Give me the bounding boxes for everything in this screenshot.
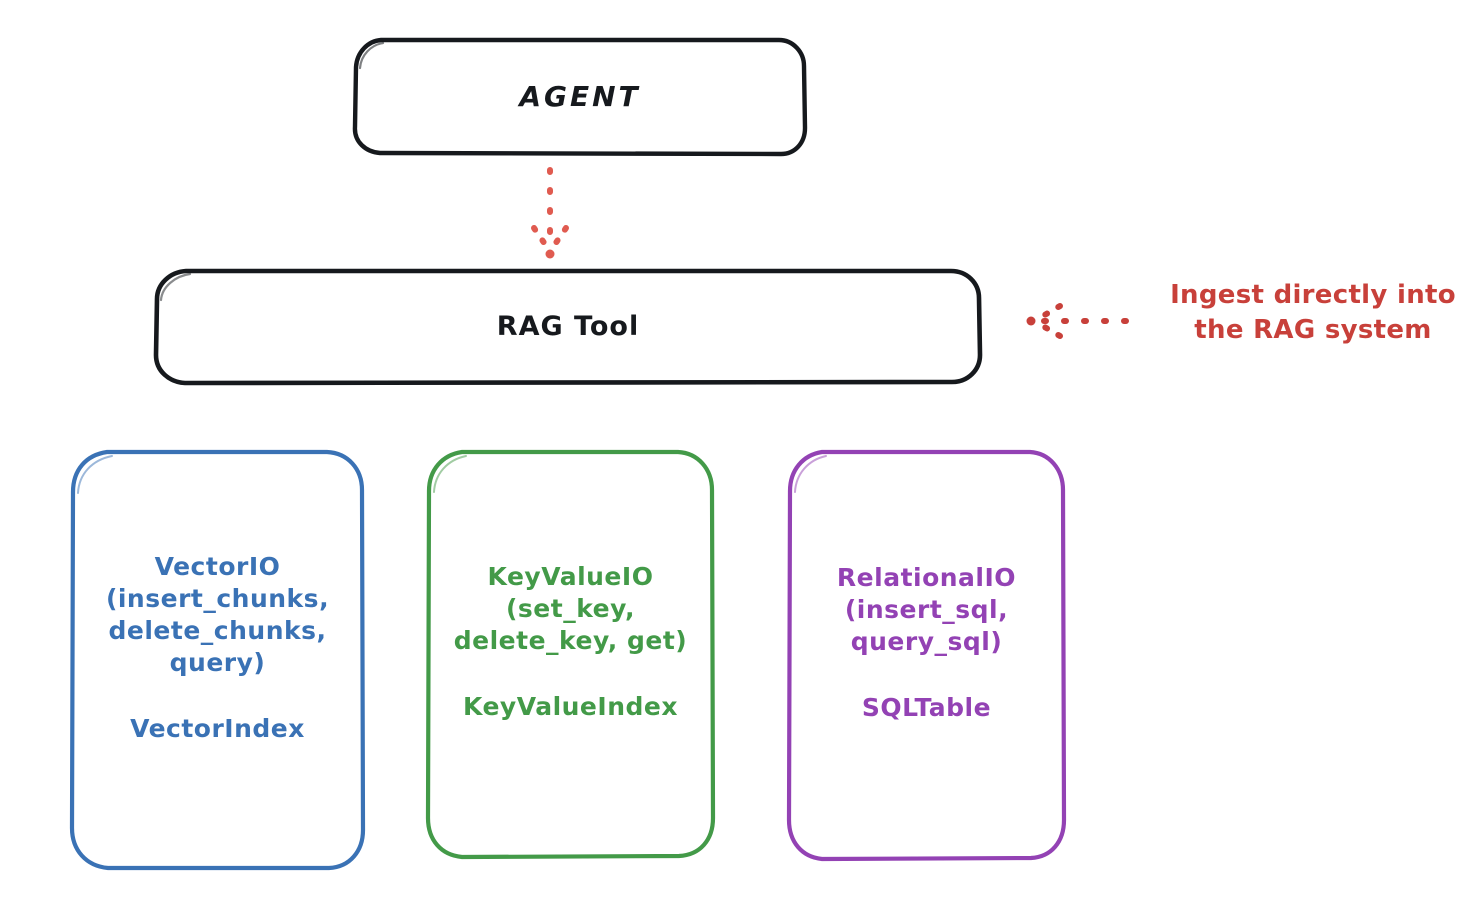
node-key-value-io[interactable]: KeyValueIO (set_key, delete_key, get) Ke…: [428, 450, 713, 857]
ingest-annotation-text: Ingest directly into the RAG system: [1170, 280, 1456, 345]
node-vector-io[interactable]: VectorIO (insert_chunks, delete_chunks, …: [72, 450, 363, 869]
relational-io-content: RelationalIO (insert_sql, query_sql) SQL…: [789, 562, 1064, 724]
vector-io-content: VectorIO (insert_chunks, delete_chunks, …: [72, 551, 363, 745]
key-value-io-content: KeyValueIO (set_key, delete_key, get) Ke…: [428, 561, 713, 723]
node-relational-io[interactable]: RelationalIO (insert_sql, query_sql) SQL…: [789, 450, 1064, 859]
vector-io-title: VectorIO (insert_chunks, delete_chunks, …: [105, 551, 330, 677]
key-value-io-subtitle: KeyValueIndex: [463, 691, 678, 721]
key-value-io-title: KeyValueIO (set_key, delete_key, get): [453, 561, 688, 655]
vector-io-subtitle: VectorIndex: [130, 713, 305, 743]
agent-to-rag-tool-arrow: [531, 167, 569, 259]
ingest-annotation-arrow: [1026, 303, 1129, 339]
relational-io-title: RelationalIO (insert_sql, query_sql): [836, 562, 1017, 656]
node-rag-tool[interactable]: RAG Tool: [156, 270, 980, 383]
node-agent[interactable]: AGENT: [355, 39, 805, 154]
relational-io-subtitle: SQLTable: [861, 692, 992, 722]
rag-tool-label: RAG Tool: [496, 311, 640, 342]
agent-label: AGENT: [519, 80, 641, 113]
